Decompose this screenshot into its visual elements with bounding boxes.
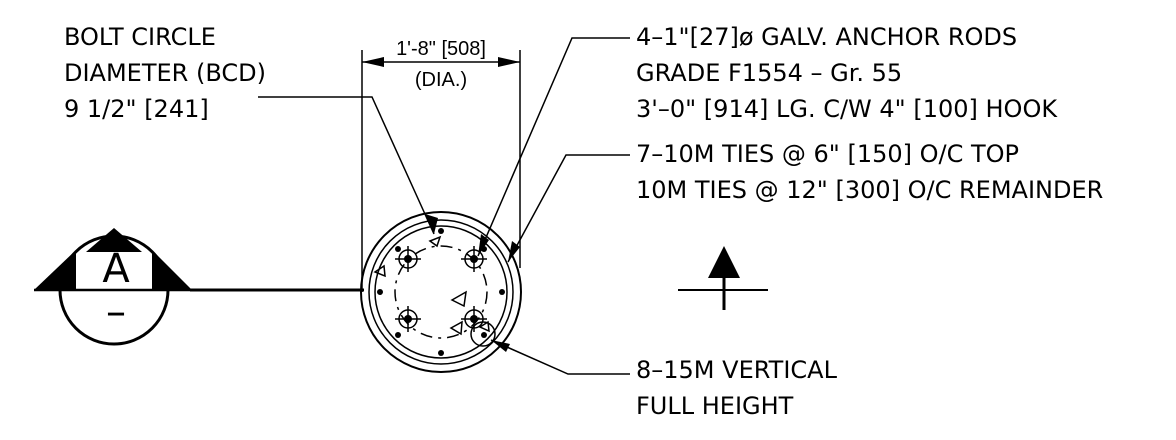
bcd-note-line3: 9 1/2" [241] — [64, 95, 209, 123]
vertical-bar — [395, 332, 401, 338]
north-arrow — [678, 246, 768, 310]
section-tag-top-arrow — [86, 228, 142, 252]
tie-circle — [374, 225, 508, 359]
diameter-dimension-suffix: (DIA.) — [415, 69, 467, 91]
pier-outer-circle — [360, 211, 522, 373]
diameter-dimension — [361, 50, 521, 292]
ties-note-line1: 7–10M TIES @ 6" [150] O/C TOP — [636, 140, 1019, 168]
vertical-note-line1: 8–15M VERTICAL — [636, 356, 838, 384]
vertical-bar — [481, 332, 487, 338]
pier-plan — [360, 211, 522, 373]
bcd-note-line2: DIAMETER (BCD) — [64, 59, 266, 87]
section-tag-right-arrow — [152, 250, 192, 290]
anchor-rod — [395, 306, 421, 332]
vertical-bar — [377, 289, 383, 295]
pier-inner-circle — [368, 219, 514, 365]
vertical-bar — [438, 228, 444, 234]
vertical-bars-leader — [490, 339, 630, 375]
section-tag-letter: A — [102, 246, 130, 292]
section-tag — [34, 228, 192, 346]
anchor-rod — [395, 246, 421, 272]
anchor-rod — [461, 306, 487, 332]
section-tag-left-arrow — [34, 250, 76, 290]
bcd-note-line1: BOLT CIRCLE — [64, 23, 216, 51]
anchor-note-line3: 3'–0" [914] LG. C/W 4" [100] HOOK — [636, 95, 1058, 123]
vertical-note-line2: FULL HEIGHT — [636, 392, 794, 420]
vertical-bar — [395, 246, 401, 252]
anchor-note-line2: GRADE F1554 – Gr. 55 — [636, 59, 902, 87]
vertical-bar-callout-circle — [470, 321, 496, 347]
vertical-bar — [499, 289, 505, 295]
anchor-note-line1: 4–1"[27]ø GALV. ANCHOR RODS — [636, 23, 1017, 51]
diameter-dimension-value: 1'-8" [508] — [396, 38, 486, 60]
anchor-rod — [461, 246, 487, 272]
bcd-leader — [258, 96, 438, 235]
anchor-leader — [477, 37, 630, 257]
ties-leader — [507, 154, 630, 263]
section-tag-sub: – — [106, 289, 126, 335]
bolt-circle — [394, 245, 488, 339]
ties-note-line2: 10M TIES @ 12" [300] O/C REMAINDER — [636, 176, 1103, 204]
vertical-bar — [438, 350, 444, 356]
